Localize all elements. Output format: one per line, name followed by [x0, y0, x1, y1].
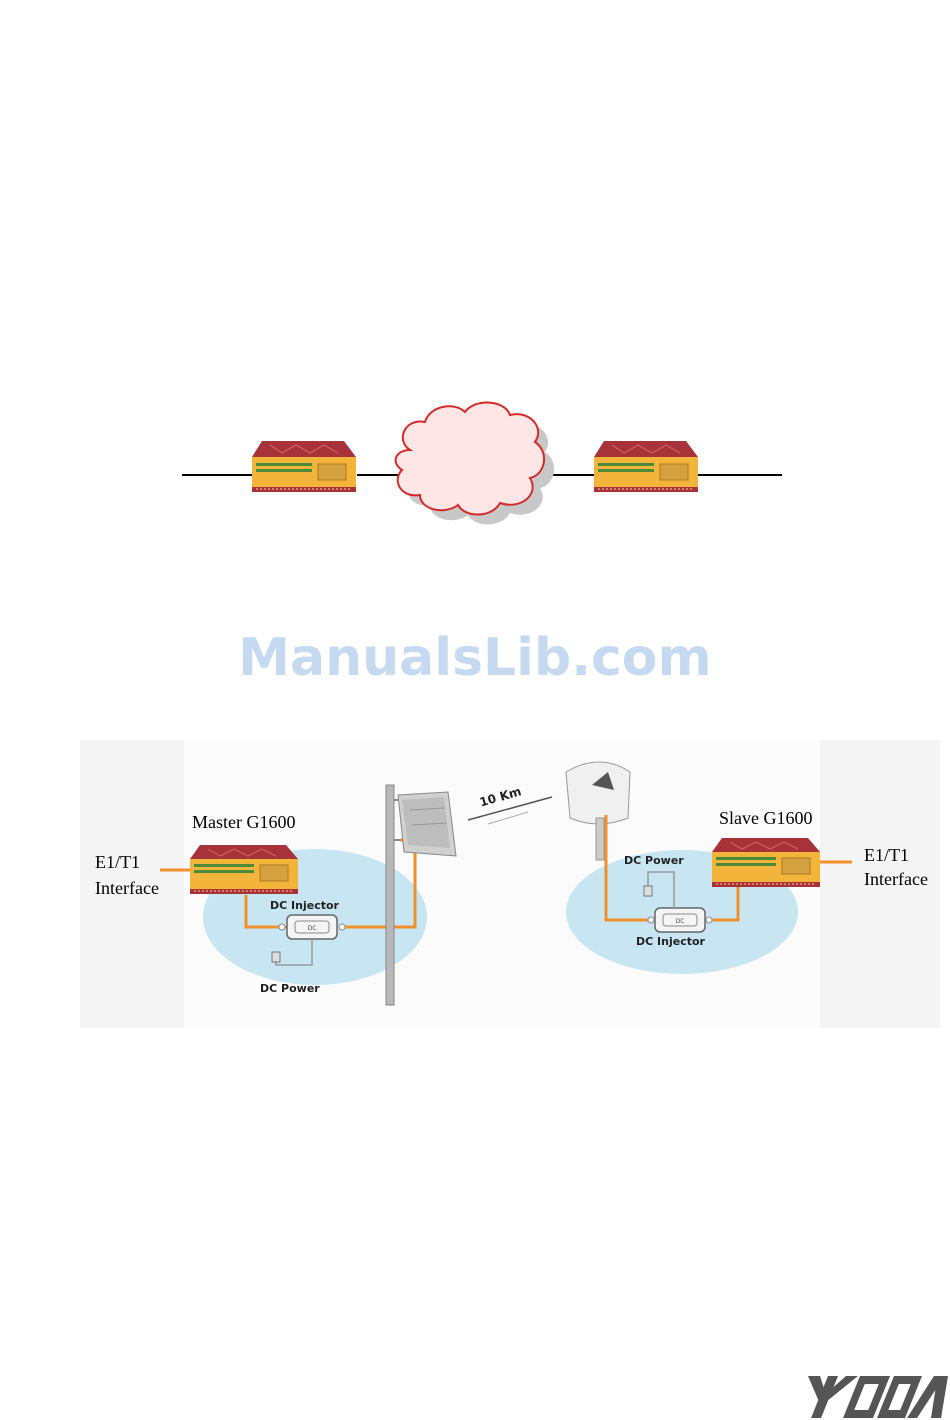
right-dc-injector — [655, 908, 705, 932]
left-dc-injector-label: DC Injector — [270, 899, 339, 912]
yoda-logo — [791, 1376, 950, 1418]
left-dc-power-label: DC Power — [260, 982, 320, 995]
left-dc-injector — [287, 915, 337, 939]
left-interface-label-1: E1/T1 — [95, 852, 140, 872]
right-interface-label-2: Interface — [864, 869, 928, 889]
distance-sub-line — [488, 812, 528, 824]
antenna-pole — [386, 785, 394, 1005]
slave-device — [712, 838, 820, 887]
master-device — [190, 845, 298, 894]
slave-antenna — [566, 762, 630, 824]
right-interface-label-1: E1/T1 — [864, 845, 909, 865]
left-interface-label-2: Interface — [95, 878, 159, 898]
slave-label: Slave G1600 — [719, 808, 813, 828]
master-label: Master G1600 — [192, 812, 295, 832]
right-dc-power-label: DC Power — [624, 854, 684, 867]
right-dc-injector-label: DC Injector — [636, 935, 705, 948]
